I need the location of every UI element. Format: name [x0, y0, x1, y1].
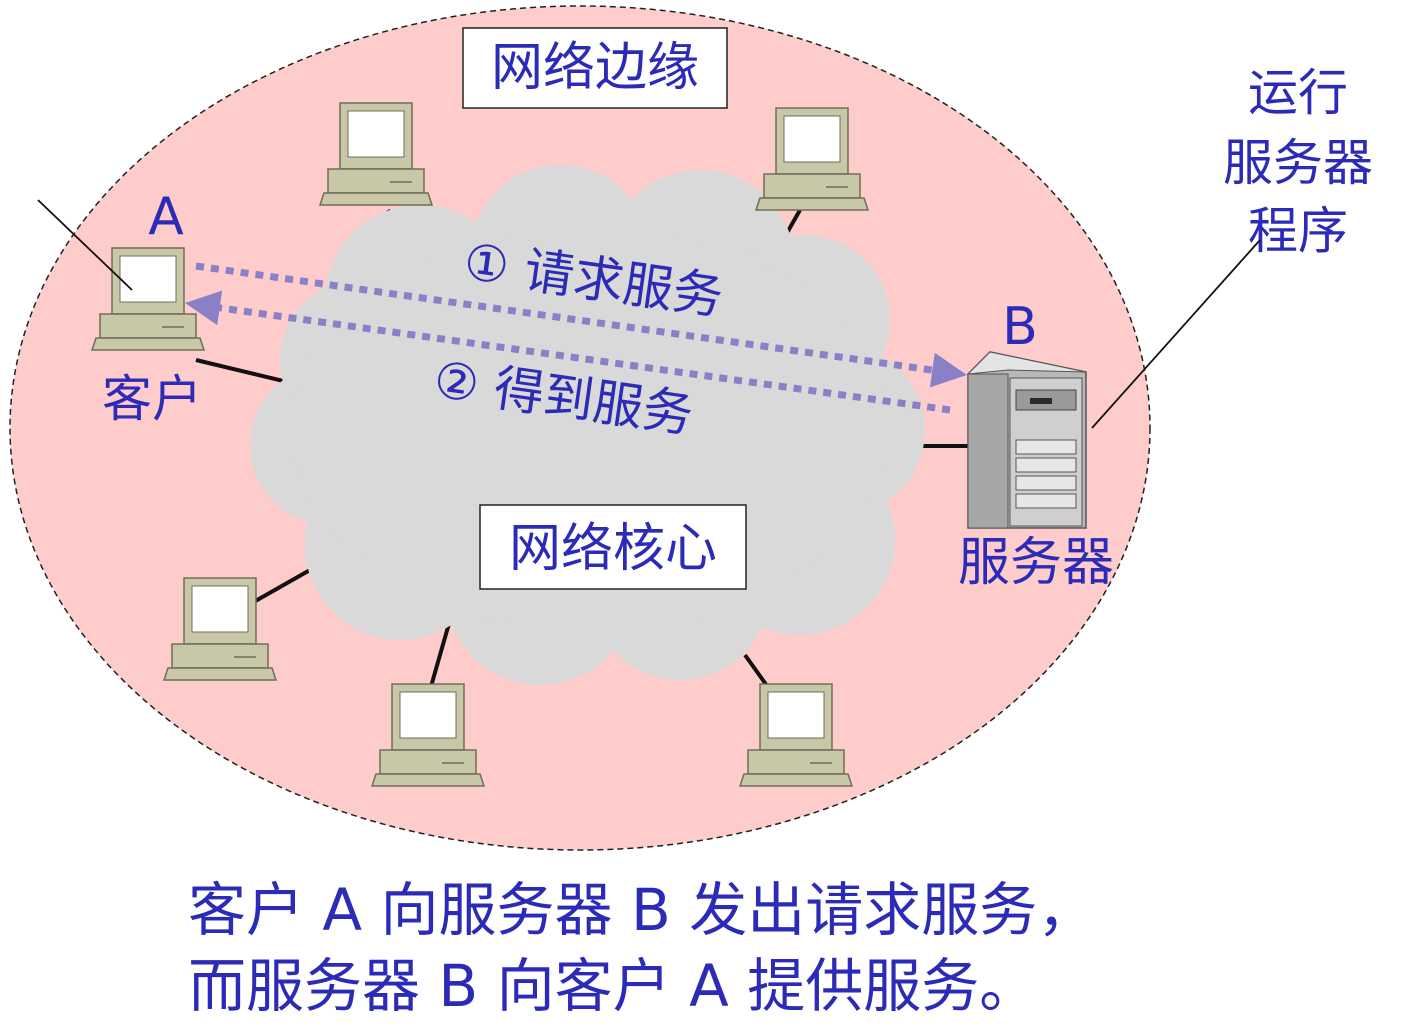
server-icon [966, 351, 1087, 529]
core-label: 网络核心 [509, 519, 717, 579]
annotation-line-3: 程序 [1248, 202, 1348, 260]
client-letter: A [148, 187, 184, 247]
client-name: 客户 [102, 370, 202, 428]
caption-line-1: 客户 A 向服务器 B 发出请求服务， [188, 876, 1096, 944]
edge-label-box [462, 27, 728, 109]
server-name: 服务器 [958, 533, 1114, 593]
edge-label: 网络边缘 [491, 38, 699, 98]
annotation-line-1: 运行 [1248, 64, 1348, 122]
caption: 客户 A 向服务器 B 发出请求服务， 而服务器 B 向客户 A 提供服务。 [188, 872, 1388, 1024]
client-pointer-line [37, 199, 133, 291]
annotation-line-2: 服务器 [1223, 134, 1373, 192]
caption-line-2: 而服务器 B 向客户 A 提供服务。 [188, 952, 1038, 1020]
server-letter: B [1002, 297, 1038, 357]
response-arrow [185, 290, 951, 414]
annotation-leader-line [1091, 239, 1261, 429]
core-label-box [479, 504, 747, 590]
